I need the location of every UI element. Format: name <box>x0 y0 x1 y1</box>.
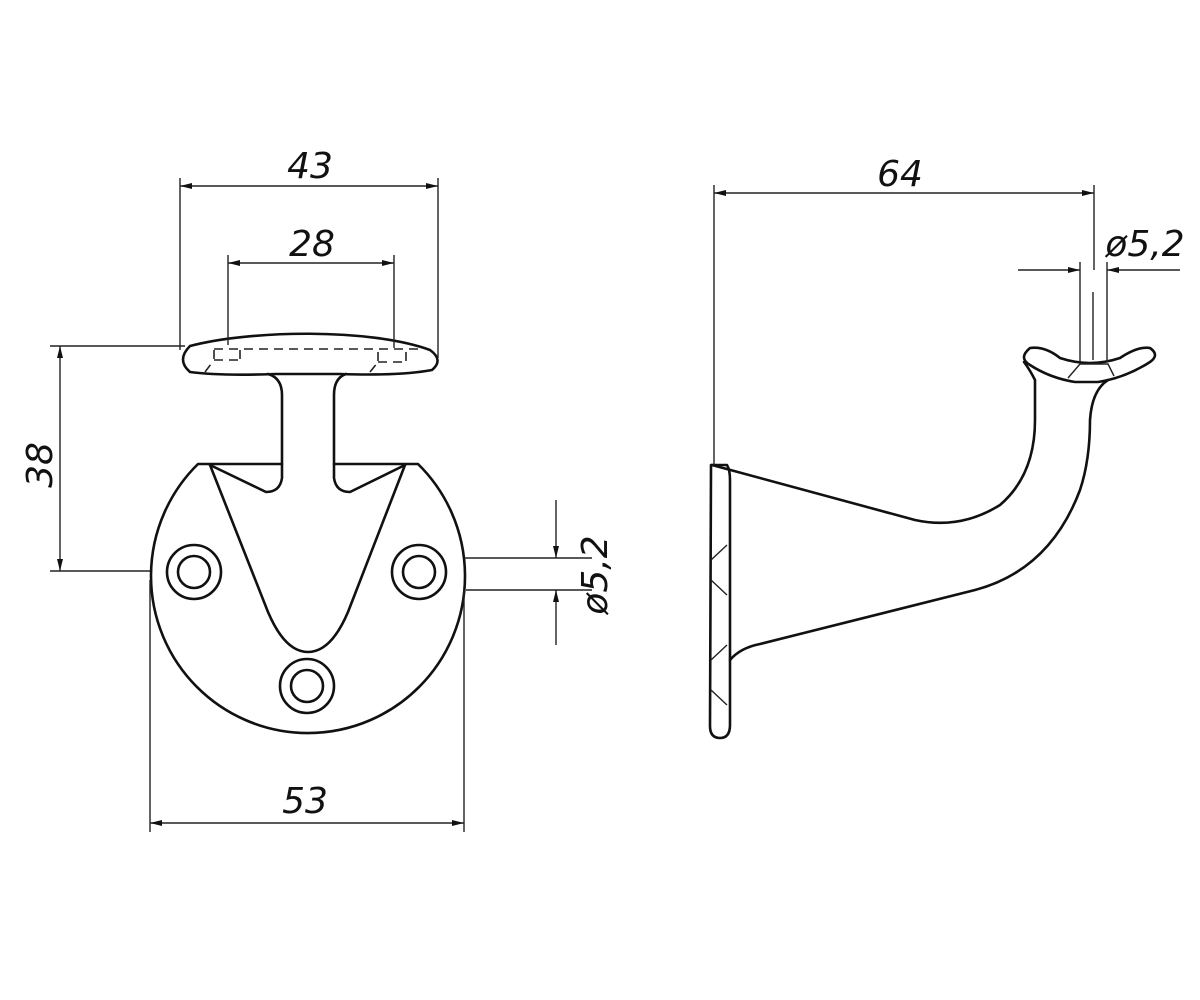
dimension-hole-diameter-side: ø5,2 <box>1018 224 1185 362</box>
dimension-label: 43 <box>287 146 333 187</box>
stem-outline <box>208 372 407 494</box>
dimension-label: ø5,2 <box>1104 224 1184 265</box>
saddle-outline <box>181 332 439 376</box>
mounting-hole-right <box>390 543 448 601</box>
dimension-label: ø5,2 <box>575 535 616 615</box>
dimension-43: 43 <box>179 146 439 358</box>
mounting-hole-left <box>165 543 223 601</box>
dimension-label: 28 <box>289 224 335 265</box>
mounting-hole-bottom <box>278 657 336 715</box>
side-view: 64 ø5,2 <box>708 154 1185 740</box>
dimension-28: 28 <box>227 224 395 348</box>
v-groove <box>208 463 407 654</box>
left-countersink-hidden <box>204 350 241 373</box>
dimension-hole-diameter-front: ø5,2 <box>464 500 616 645</box>
wall-plate <box>708 463 732 740</box>
dimension-53: 53 <box>149 580 465 832</box>
front-view: 43 28 38 53 ø5,2 <box>20 146 616 832</box>
dimension-64: 64 <box>713 154 1095 465</box>
wall-plate-hatching <box>710 544 728 706</box>
arm-outline <box>710 360 1110 662</box>
right-countersink-hidden <box>369 352 407 373</box>
dimension-label: 38 <box>20 442 61 488</box>
dimension-label: 64 <box>877 154 923 195</box>
plate-outline <box>149 462 467 735</box>
dimension-label: 53 <box>282 781 328 822</box>
dimension-38: 38 <box>20 345 185 572</box>
rail-saddle <box>1022 346 1157 384</box>
saddle-countersink <box>1067 363 1115 379</box>
